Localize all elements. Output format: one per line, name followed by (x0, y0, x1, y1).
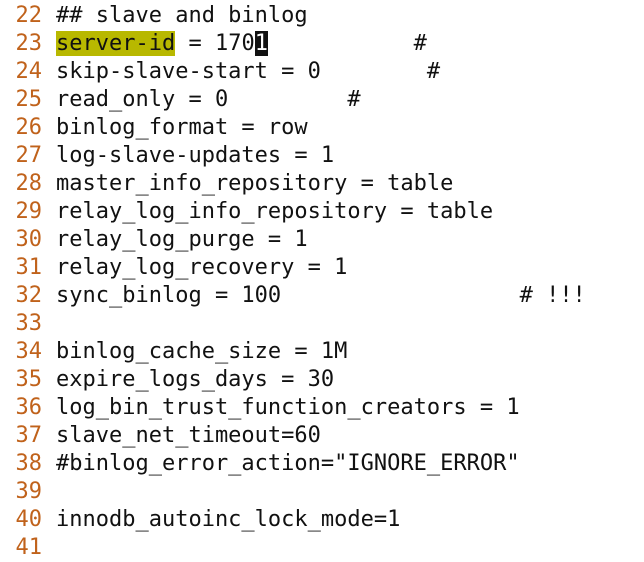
line-text[interactable]: server-id = 1701 # (56, 30, 427, 58)
line-text[interactable]: binlog_format = row (56, 115, 308, 140)
line-number: 24 (15, 59, 43, 84)
line-number: 30 (15, 227, 43, 252)
editor-line[interactable]: 31 relay_log_recovery = 1 (0, 254, 644, 282)
line-number: 36 (15, 395, 43, 420)
line-text[interactable]: ## slave and binlog (56, 3, 308, 28)
line-text[interactable]: skip-slave-start = 0 # (56, 59, 441, 84)
line-text[interactable]: master_info_repository = table (56, 171, 454, 196)
editor-line[interactable]: 34 binlog_cache_size = 1M (0, 338, 644, 366)
search-highlight: server-id (56, 31, 176, 56)
line-number: 35 (15, 367, 43, 392)
line-number: 41 (15, 535, 43, 560)
editor-line[interactable]: 36 log_bin_trust_function_creators = 1 (0, 394, 644, 422)
editor-line[interactable]: 37 slave_net_timeout=60 (0, 422, 644, 450)
text-cursor: 1 (254, 31, 268, 56)
line-text[interactable]: binlog_cache_size = 1M (56, 339, 348, 364)
line-number: 27 (15, 143, 43, 168)
line-text[interactable]: #binlog_error_action="IGNORE_ERROR" (56, 451, 520, 476)
editor-line[interactable]: 38 #binlog_error_action="IGNORE_ERROR" (0, 450, 644, 478)
editor-line[interactable]: 29 relay_log_info_repository = table (0, 198, 644, 226)
editor-line-current[interactable]: 23 server-id = 1701 # (0, 30, 644, 58)
editor-line[interactable]: 28 master_info_repository = table (0, 170, 644, 198)
editor-line[interactable]: 39 (0, 478, 644, 506)
editor-line[interactable]: 25 read_only = 0 # (0, 86, 644, 114)
editor-line[interactable]: 24 skip-slave-start = 0 # (0, 58, 644, 86)
editor-line[interactable]: 30 relay_log_purge = 1 (0, 226, 644, 254)
line-text[interactable]: log_bin_trust_function_creators = 1 (56, 395, 520, 420)
line-text[interactable]: slave_net_timeout=60 (56, 423, 321, 448)
editor-line[interactable]: 27 log-slave-updates = 1 (0, 142, 644, 170)
editor-line[interactable]: 40 innodb_autoinc_lock_mode=1 (0, 506, 644, 534)
line-text[interactable]: relay_log_purge = 1 (56, 227, 308, 252)
line-number: 22 (15, 3, 43, 28)
line-number: 39 (15, 479, 43, 504)
editor-line[interactable]: 22 ## slave and binlog (0, 2, 644, 30)
line-text[interactable]: expire_logs_days = 30 (56, 367, 335, 392)
line-number: 40 (15, 507, 43, 532)
line-text[interactable]: relay_log_recovery = 1 (56, 255, 348, 280)
line-text-segment: # (267, 31, 427, 56)
editor-line[interactable]: 26 binlog_format = row (0, 114, 644, 142)
editor-line[interactable]: 32 sync_binlog = 100 # !!! (0, 282, 644, 310)
line-number: 28 (15, 171, 43, 196)
editor-line[interactable]: 35 expire_logs_days = 30 (0, 366, 644, 394)
line-number: 37 (15, 423, 43, 448)
line-text-segment: = 170 (175, 31, 255, 56)
line-text[interactable]: relay_log_info_repository = table (56, 199, 494, 224)
line-number: 25 (15, 87, 43, 112)
line-text[interactable]: innodb_autoinc_lock_mode=1 (56, 507, 401, 532)
line-number: 32 (15, 283, 43, 308)
line-number: 34 (15, 339, 43, 364)
line-text[interactable]: read_only = 0 # (56, 87, 361, 112)
line-number: 23 (15, 31, 43, 56)
line-number: 31 (15, 255, 43, 280)
line-text[interactable]: log-slave-updates = 1 (56, 143, 335, 168)
line-number: 26 (15, 115, 43, 140)
line-number: 33 (15, 311, 43, 336)
line-number: 29 (15, 199, 43, 224)
line-text[interactable]: sync_binlog = 100 # !!! (56, 283, 586, 308)
editor-line[interactable]: 41 (0, 534, 644, 562)
editor-line[interactable]: 33 (0, 310, 644, 338)
line-number: 38 (15, 451, 43, 476)
